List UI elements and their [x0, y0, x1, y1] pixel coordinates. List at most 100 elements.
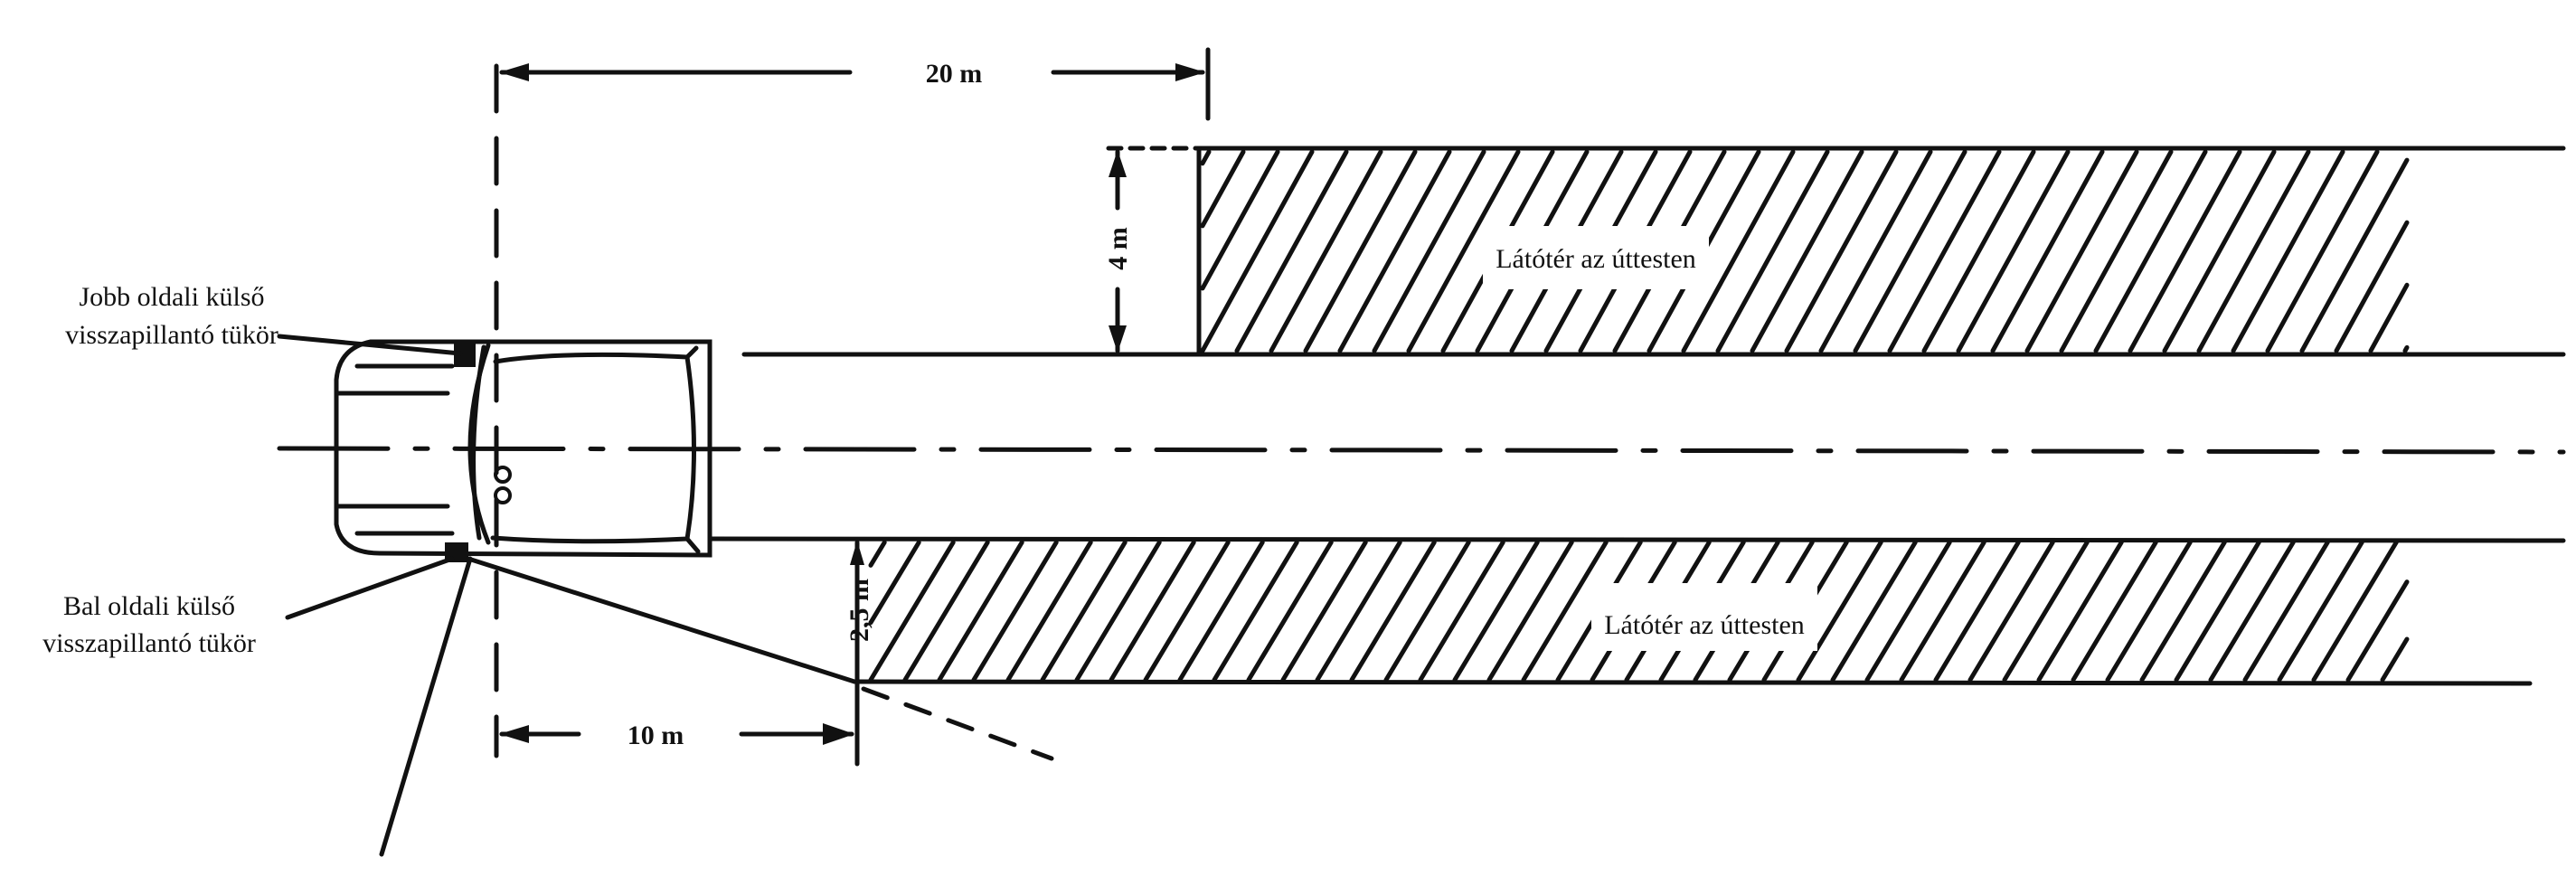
- right-mirror-leader: [277, 334, 463, 356]
- hatch-line: [1200, 149, 1246, 229]
- hatch-line: [2299, 157, 2410, 353]
- hatch-line: [1109, 540, 1196, 683]
- hatch-line: [2162, 149, 2277, 353]
- left-mirror-sight-line-extension: [861, 686, 1054, 761]
- hatch-line: [1486, 540, 1574, 683]
- hatch-line: [2093, 149, 2208, 353]
- hatch-line: [1200, 149, 1212, 166]
- hatch-line: [1796, 540, 1883, 683]
- hatch-line: [2231, 149, 2345, 353]
- hatch-line: [1040, 540, 1128, 683]
- hatch-line: [2265, 149, 2380, 353]
- hatch-line: [868, 540, 921, 626]
- hatch-line: [1750, 149, 1864, 353]
- hatch-line: [1853, 149, 1967, 353]
- hatch-line: [1200, 149, 1280, 291]
- driver-eye-icon: [494, 466, 512, 484]
- hatch-line: [902, 540, 990, 683]
- hatch-line: [2036, 540, 2124, 683]
- hatch-line: [1349, 540, 1437, 683]
- hatch-line: [2139, 540, 2227, 683]
- dimension-20m-label: 20 m: [926, 59, 983, 89]
- hatch-line: [1887, 149, 2002, 353]
- hatch-line: [1784, 149, 1899, 353]
- arrowhead-icon: [823, 723, 854, 745]
- hatch-line: [1315, 540, 1402, 683]
- hatch-line: [1234, 149, 1349, 353]
- dimension-4m-label: 4 m: [1103, 227, 1133, 270]
- lower-field-label: Látótér az úttesten: [1604, 610, 1805, 640]
- hatch-line: [2196, 149, 2311, 353]
- car: [334, 339, 712, 562]
- road-lower-edge: [708, 536, 2566, 543]
- hatch-line: [1383, 540, 1471, 683]
- car-windshield-inner: [471, 344, 486, 541]
- hatch-line: [1818, 149, 1933, 353]
- hatch-line: [1074, 540, 1162, 683]
- arrowhead-icon: [1109, 150, 1127, 177]
- arrowhead-icon: [850, 541, 864, 565]
- hatch-line: [971, 540, 1059, 683]
- dimension-2-5m-label: 2,5 m: [845, 579, 874, 642]
- hatch-line: [2174, 540, 2261, 683]
- car-body: [334, 339, 712, 558]
- hatch-line: [1418, 540, 1505, 683]
- hatch-line: [1521, 540, 1609, 683]
- hatch-line: [2024, 149, 2139, 353]
- driver-eye-icon: [494, 486, 512, 504]
- upper-field-label: Látótér az úttesten: [1496, 244, 1696, 274]
- hatch-line: [1337, 149, 1452, 353]
- hatch-line: [1899, 540, 1986, 683]
- left-mirror-sight-line: [466, 556, 857, 684]
- hatch-line: [1864, 540, 1952, 683]
- hatch-line: [2402, 344, 2410, 353]
- hatch-line: [1246, 540, 1334, 683]
- upper-field-label-bg: [1483, 226, 1709, 289]
- left-mirror-label-line2: visszapillantó tükör: [42, 628, 256, 658]
- hatch-line: [2105, 540, 2193, 683]
- hatch-line: [1200, 149, 1315, 353]
- hatch-line: [937, 540, 1024, 683]
- lower-field-bottom-edge: [852, 679, 2533, 686]
- hatch-line: [2242, 540, 2330, 683]
- hatch-line: [1967, 540, 2055, 683]
- left-mirror-leader: [285, 556, 455, 620]
- hatch-line: [1921, 149, 2036, 353]
- hatch-line: [2368, 282, 2410, 353]
- upper-field-hatching: [1200, 149, 2410, 353]
- left-mirror-label-line1: Bal oldali külső: [63, 591, 235, 621]
- hatch-line: [2059, 149, 2174, 353]
- hatch-line: [2380, 636, 2410, 683]
- hatch-line: [1956, 149, 2071, 353]
- blind-spot-line: [379, 556, 473, 857]
- hatch-line: [2208, 540, 2296, 683]
- hatch-line: [1005, 540, 1093, 683]
- hatch-line: [2071, 540, 2158, 683]
- road-centerline: [277, 446, 2566, 455]
- hatch-line: [868, 540, 887, 568]
- hatch-line: [1830, 540, 1918, 683]
- hatch-line: [1990, 149, 2105, 353]
- hatch-line: [1372, 149, 1486, 353]
- hatch-line: [2334, 220, 2410, 353]
- hatch-line: [1212, 540, 1299, 683]
- lower-field-hatching: [868, 540, 2410, 683]
- hatch-line: [1143, 540, 1231, 683]
- hatch-line: [868, 540, 956, 683]
- hatch-line: [1280, 540, 1368, 683]
- arrowhead-icon: [499, 63, 529, 81]
- hatch-line: [1406, 149, 1521, 353]
- hatch-line: [1452, 540, 1540, 683]
- hatch-line: [1269, 149, 1383, 353]
- hatch-line: [1715, 149, 1830, 353]
- hatch-line: [2277, 540, 2364, 683]
- right-mirror-label-line1: Jobb oldali külső: [79, 282, 264, 312]
- hatch-line: [1933, 540, 2021, 683]
- lower-field-label-bg: [1591, 583, 1817, 651]
- hatch-line: [2002, 540, 2090, 683]
- arrowhead-icon: [1175, 63, 1205, 81]
- hatch-line: [1177, 540, 1265, 683]
- hatch-line: [1681, 149, 1796, 353]
- arrowhead-icon: [499, 725, 529, 743]
